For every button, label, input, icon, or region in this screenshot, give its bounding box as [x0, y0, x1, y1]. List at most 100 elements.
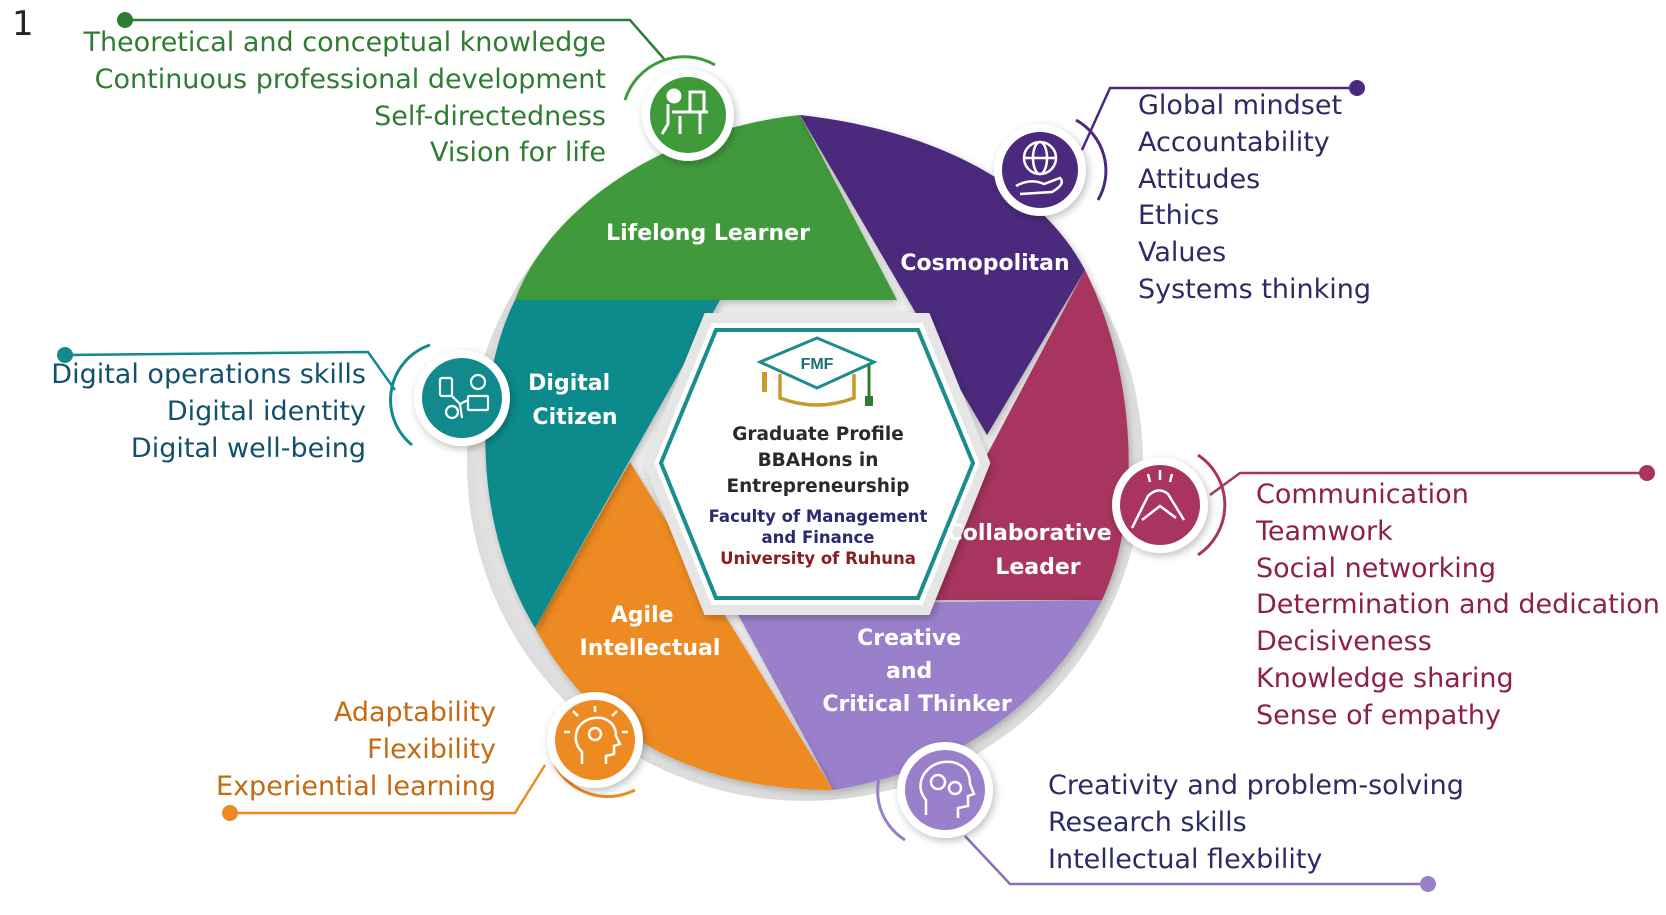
label-lifelong-line1: Lifelong Learner: [606, 221, 810, 246]
list-item: Systems thinking: [1138, 273, 1372, 305]
connector-agile: [230, 764, 547, 815]
list-item: Global mindset: [1138, 90, 1343, 121]
list-agile-intellectual: Adaptability Flexibility Experiential le…: [216, 695, 496, 805]
handshake-icon: [1130, 470, 1186, 529]
segment-lifelong-learner: [515, 115, 897, 300]
connector-agile-dot: [222, 805, 238, 821]
list-cosmopolitan: Global mindset Accountability Attitudes …: [1138, 88, 1371, 309]
label-collaborative-line2: Leader: [995, 555, 1080, 580]
label-collaborative-line1: Collaborative: [947, 521, 1112, 546]
list-item: Knowledge sharing: [1256, 662, 1514, 694]
list-item: Digital well-being: [130, 432, 366, 464]
badge-lifelong: [642, 69, 734, 161]
label-digital-citizen: Digital Citizen: [528, 371, 618, 430]
badge-collaborative: [1112, 457, 1208, 553]
connectors: [57, 12, 1655, 892]
connector-creative-dot: [1420, 876, 1436, 892]
list-item: Experiential learning: [216, 770, 496, 802]
label-cosmopolitan: Cosmopolitan: [900, 251, 1069, 276]
mortarboard-top: [756, 336, 878, 390]
tassel-left: [762, 372, 767, 392]
list-item: Research skills: [1048, 806, 1247, 838]
badge-creative: [897, 742, 993, 838]
connector-lifelong-dot: [117, 12, 133, 28]
list-item: Values: [1138, 237, 1227, 269]
brain-head-icon: [564, 706, 628, 764]
badge-cosmopolitan: [994, 124, 1086, 216]
connector-agile-arc: [553, 764, 636, 798]
list-item: Vision for life: [430, 137, 606, 169]
list-item: Adaptability: [333, 697, 496, 728]
center-faculty-line1: Faculty of Management: [708, 507, 928, 526]
list-item: Theoretical and conceptual knowledge: [83, 27, 606, 58]
list-item: Digital operations skills: [51, 359, 366, 390]
center-faculty-line2: and Finance: [761, 528, 875, 547]
digital-devices-icon: [438, 373, 490, 420]
label-creative-line1: Creative: [857, 626, 961, 651]
label-digital-line2: Citizen: [532, 405, 617, 430]
badge-lifelong-disc: [650, 77, 726, 153]
label-digital-line1: Digital: [528, 371, 610, 396]
list-creative-critical-thinker: Creativity and problem-solving Research …: [1048, 768, 1464, 878]
badge-agile: [547, 692, 643, 788]
mortarboard-base: [778, 374, 856, 407]
list-collaborative-leader: Communication Teamwork Social networking…: [1256, 477, 1660, 735]
connector-digital: [64, 350, 397, 391]
list-item: Intellectual flexbility: [1048, 843, 1323, 875]
badge-digital-disc: [422, 358, 502, 438]
center-text-block: Graduate Profile BBAHons in Entrepreneur…: [668, 340, 968, 568]
connector-lifelong: [125, 18, 666, 61]
fmf-logo-text: FMF: [801, 356, 834, 373]
figure-number: 1: [12, 4, 34, 44]
connector-collaborative: [1209, 471, 1647, 497]
label-agile-line1: Agile: [611, 603, 674, 628]
segment-lifelong-shape: [515, 115, 897, 300]
list-item: Sense of empathy: [1256, 699, 1502, 731]
list-item: Digital identity: [166, 395, 366, 427]
list-item: Accountability: [1138, 126, 1330, 158]
center-title-line1: Graduate Profile: [732, 424, 904, 445]
list-item: Determination and dedication: [1256, 589, 1660, 621]
list-item: Creativity and problem-solving: [1048, 770, 1464, 801]
segment-digital-shape: [485, 300, 720, 628]
list-item: Flexibility: [367, 733, 496, 765]
globe-hand-icon: [1015, 140, 1063, 196]
label-agile-intellectual: Agile Intellectual: [580, 603, 721, 661]
connector-cosmopolitan-arc: [1075, 118, 1108, 201]
list-item: Continuous professional development: [94, 63, 606, 95]
segment-digital-citizen: [485, 300, 720, 628]
list-item: Ethics: [1138, 200, 1220, 232]
connector-cosmopolitan-dot: [1349, 80, 1365, 96]
segment-creative-shape: [733, 600, 1102, 790]
label-creative-line3: Critical Thinker: [822, 692, 1012, 717]
badge-digital: [414, 350, 510, 446]
badge-cosmopolitan-disc: [1002, 132, 1078, 208]
fmf-logo: FMF: [756, 336, 878, 407]
list-digital-citizen: Digital operations skills Digital identi…: [51, 357, 366, 467]
label-creative-critical-thinker: Creative and Critical Thinker: [822, 626, 1012, 717]
label-agile-line2: Intellectual: [580, 636, 721, 661]
connector-creative-arc: [876, 743, 906, 842]
center-title-line2: BBAHons in Entrepreneurship: [726, 450, 910, 497]
gears-head-icon: [919, 760, 976, 818]
label-creative-line2: and: [886, 659, 932, 684]
list-item: Self-directedness: [374, 100, 606, 132]
list-lifelong-learner: Theoretical and conceptual knowledge Con…: [83, 25, 606, 172]
center-hexagon-border: [658, 328, 976, 600]
list-item: Social networking: [1256, 552, 1497, 584]
tassel-right-end: [865, 396, 873, 406]
list-item: Decisiveness: [1256, 626, 1432, 658]
connector-collaborative-arc: [1197, 453, 1227, 557]
connector-cosmopolitan: [1080, 86, 1357, 151]
center-university: University of Ruhuna: [720, 549, 916, 568]
student-desk-icon: [660, 88, 708, 135]
connector-digital-dot: [57, 347, 73, 363]
list-item: Teamwork: [1256, 515, 1393, 547]
list-item: Attitudes: [1138, 163, 1261, 195]
segment-creative-critical-thinker: [733, 600, 1102, 790]
label-lifelong-learner: Lifelong Learner: [606, 221, 810, 246]
connector-digital-arc: [389, 343, 431, 447]
connector-creative: [964, 835, 1428, 886]
